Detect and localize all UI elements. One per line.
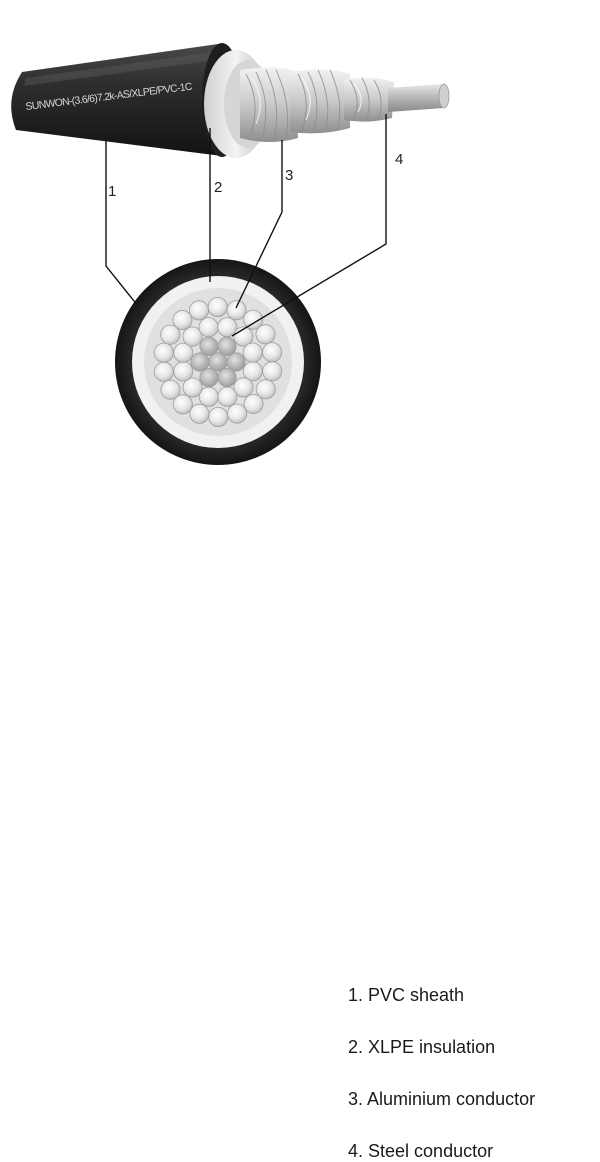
legend-item-xlpe-insulation: 2. XLPE insulation [348,1037,496,1057]
leader-line-3 [235,140,283,309]
aluminium-strand [242,342,263,363]
aluminium-strand [182,377,203,398]
callout-number-1: 1 [108,183,116,200]
aluminium-strand [182,326,203,347]
aluminium-strand [255,324,276,345]
aluminium-strand [189,403,210,424]
aluminium-strands-side [240,67,394,142]
aluminium-strand [173,361,194,382]
aluminium-strand [226,300,247,321]
cable-diagram: SUNWON-(3.6/6)7.2k-AS/XLPE/PVC-1C 1 2 3 … [11,43,535,1161]
aluminium-strand [153,361,174,382]
aluminium-strand [198,317,219,338]
callout-number-4: 4 [395,151,403,168]
aluminium-strand [227,403,248,424]
aluminium-strand [255,379,276,400]
steel-core-end [438,83,450,109]
callout-number-2: 2 [214,179,222,196]
callout-number-3: 3 [285,167,293,184]
cable-cross-section [115,259,321,465]
strand-bundle [153,296,283,427]
aluminium-strand [207,296,228,317]
steel-strand [217,336,237,357]
aluminium-strand [233,377,254,398]
cable-side-view: SUNWON-(3.6/6)7.2k-AS/XLPE/PVC-1C [11,43,450,158]
leader-line-4 [231,114,387,337]
aluminium-strand [198,386,219,407]
aluminium-strand [172,310,193,331]
aluminium-strand [217,317,238,338]
legend-item-steel-conductor: 4. Steel conductor [348,1141,494,1161]
steel-strand [199,336,219,357]
aluminium-strand [262,342,283,363]
aluminium-strand [243,393,264,414]
aluminium-strand [153,342,174,363]
aluminium-strand [262,361,283,382]
steel-core-side [388,84,448,112]
diagram-svg: SUNWON-(3.6/6)7.2k-AS/XLPE/PVC-1C 1 2 3 … [11,43,450,465]
legend-item-pvc-sheath: 1. PVC sheath [348,985,465,1005]
leader-lines [105,114,387,337]
aluminium-strand [217,386,238,407]
aluminium-strand [160,324,181,345]
aluminium-strand [243,309,264,330]
sheath-highlight [24,52,216,86]
aluminium-strand [160,379,181,400]
aluminium-strand [208,406,229,427]
steel-strand [226,352,246,372]
pvc-sheath-side [11,44,231,156]
leader-line-1 [105,140,139,307]
steel-strand [217,367,237,388]
aluminium-strand [172,394,193,415]
steel-strand [199,367,219,388]
steel-strand [190,352,210,372]
legend-item-aluminium-conductor: 3. Aluminium conductor [348,1089,536,1109]
aluminium-strand [188,300,209,321]
